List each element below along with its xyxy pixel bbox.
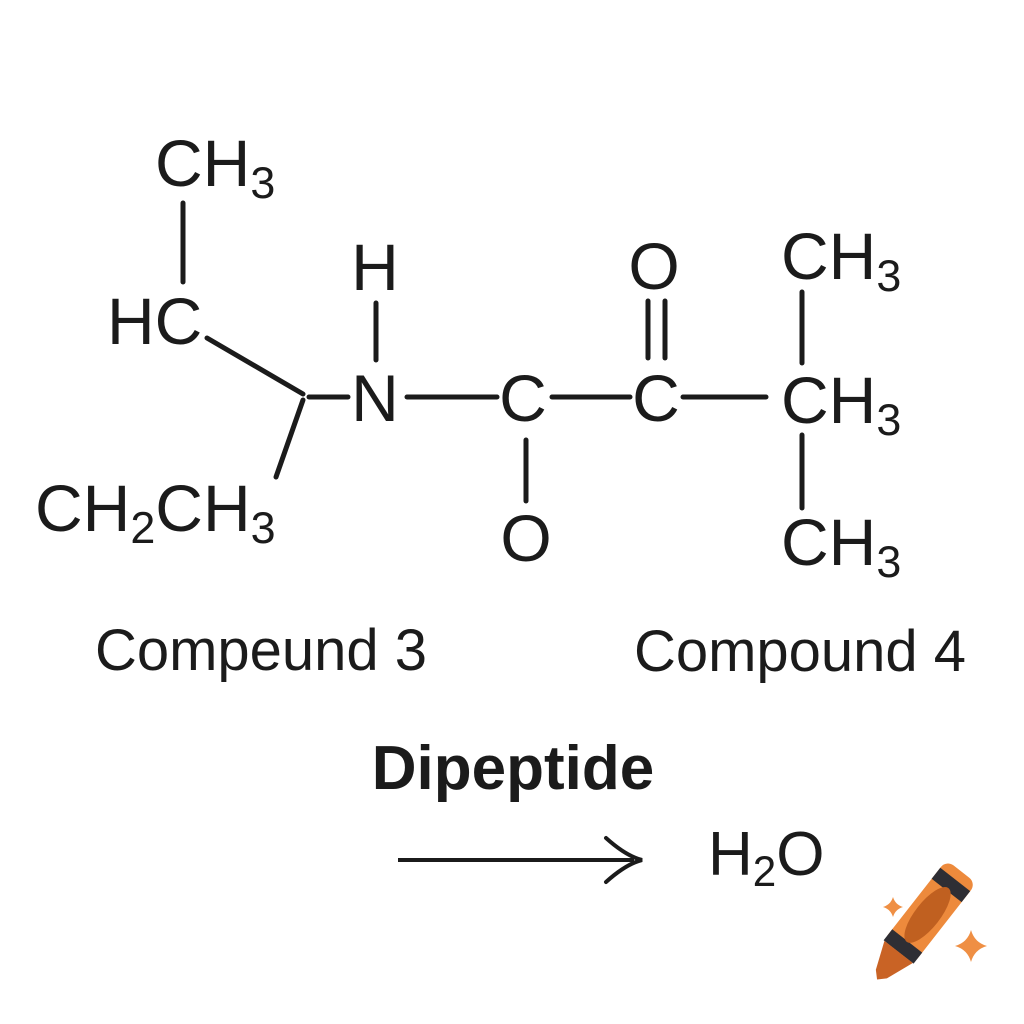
atom-text: CH — [781, 219, 877, 293]
atom-text: O — [776, 820, 825, 889]
atom-carbon-1: C — [499, 365, 547, 431]
atom-nitrogen: N — [351, 365, 399, 431]
reaction-arrow — [398, 836, 643, 884]
atom-amide-hydrogen: H — [351, 234, 399, 300]
atom-subscript: 2 — [752, 847, 777, 895]
atom-subscript: 3 — [876, 393, 902, 445]
atom-carbon-2: C — [632, 365, 680, 431]
water-formula: H2O — [708, 824, 824, 893]
atom-text: CH — [155, 126, 251, 200]
atom-text: HC — [107, 284, 203, 358]
atom-text: O — [500, 501, 552, 575]
atom-text: H — [708, 820, 753, 889]
reaction-name-label: Dipeptide — [371, 734, 655, 803]
atom-oxygen-below: O — [500, 505, 551, 571]
atom-subscript: 3 — [876, 249, 902, 301]
crayon-stripe-back — [931, 867, 971, 903]
atom-text: CH — [35, 471, 131, 545]
atom-methyl-right-bottom: CH3 — [781, 509, 901, 584]
atom-subscript: 3 — [876, 535, 902, 587]
atom-ethyl-group: CH2CH3 — [35, 475, 276, 550]
compound3-label: Compeund 3 — [94, 618, 428, 683]
atom-text: CH — [155, 471, 251, 545]
sparkle-icon — [883, 897, 903, 917]
crayon-label-oval — [904, 887, 951, 943]
atom-text: C — [499, 361, 547, 435]
atom-text: H — [351, 230, 399, 304]
atom-text: C — [632, 361, 680, 435]
compound4-label: Compound 4 — [633, 619, 967, 684]
atom-subscript: 3 — [250, 156, 276, 208]
atom-methyl-right-mid: CH3 — [781, 367, 901, 442]
crayon-tip — [875, 940, 913, 980]
atom-text: CH — [781, 505, 877, 579]
atom-subscript: 2 — [130, 501, 156, 553]
atom-oxygen-above: O — [628, 233, 679, 299]
crayon-icon — [875, 863, 973, 980]
atom-subscript: 3 — [250, 501, 276, 553]
sparkle-icon — [955, 930, 987, 962]
atom-methine-hc: HC — [107, 288, 202, 354]
atom-text: N — [351, 361, 399, 435]
atom-methyl-top-left: CH3 — [155, 130, 275, 205]
bond-lines — [180, 200, 805, 511]
crayon-stripe-front — [883, 929, 923, 964]
atom-methyl-right-top: CH3 — [781, 223, 901, 298]
atom-text: CH — [781, 363, 877, 437]
atom-text: O — [628, 229, 680, 303]
